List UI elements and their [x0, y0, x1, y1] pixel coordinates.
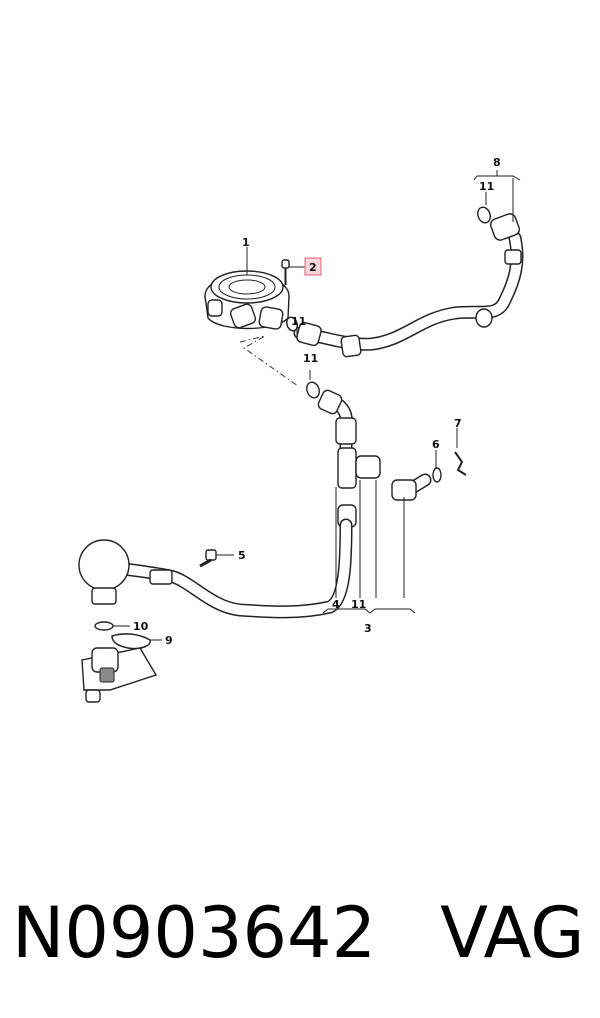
- resonator-bulb: [78, 539, 130, 605]
- label-5: 5: [238, 549, 246, 562]
- highlight-box: [304, 257, 322, 276]
- brand-name: VAG: [440, 892, 585, 974]
- label-9: 9: [165, 634, 173, 647]
- label-8: 8: [493, 156, 501, 169]
- bolt-item-5: [199, 549, 217, 568]
- part-number: N0903642: [12, 892, 377, 974]
- valve-body: [81, 647, 158, 703]
- label-10: 10: [133, 620, 149, 633]
- label-11-mid: 11: [303, 352, 318, 365]
- label-11-upper: 11: [291, 315, 306, 328]
- label-4: 4: [332, 598, 340, 611]
- lower-hose: [111, 518, 353, 619]
- label-2: 2: [309, 261, 317, 274]
- t-connector-hose: [317, 389, 381, 528]
- label-7: 7: [454, 417, 462, 430]
- o-ring-item-10: [94, 621, 114, 631]
- o-ring-mid: [306, 381, 320, 399]
- screw-item-2: [281, 259, 290, 285]
- label-11-bottom: 11: [351, 598, 366, 611]
- part-caption: N0903642 VAG: [12, 888, 592, 978]
- label-3: 3: [364, 622, 372, 635]
- elbow-connector: [391, 473, 432, 501]
- clip-item-7: [454, 451, 467, 476]
- label-6: 6: [432, 438, 440, 451]
- o-ring-upper: [286, 316, 298, 332]
- o-ring-right: [432, 467, 442, 483]
- label-11-top-right: 11: [479, 180, 494, 193]
- o-ring-top-right: [477, 206, 491, 224]
- gasket-item-9: [111, 633, 151, 650]
- upper-breather-hose: [293, 213, 524, 358]
- filter-housing: [204, 270, 290, 330]
- label-1: 1: [242, 236, 250, 249]
